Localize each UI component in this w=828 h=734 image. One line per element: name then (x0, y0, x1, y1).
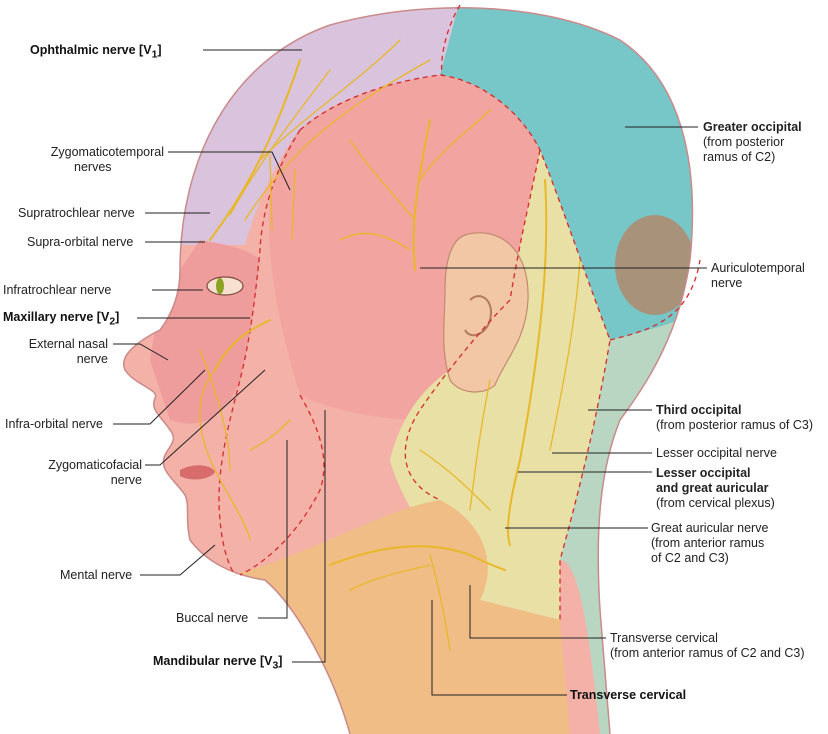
label-infraorbital-nerve: Infra-orbital nerve (5, 417, 103, 431)
label-transverse-cervical-nerve: Transverse cervical(from anterior ramus … (610, 631, 805, 660)
leader-lines (113, 49, 707, 696)
iris (216, 278, 224, 294)
lips (180, 465, 215, 480)
label-third-occipital: Third occipital(from posterior ramus of … (656, 403, 813, 432)
ear-canal (464, 295, 492, 337)
label-mental-nerve: Mental nerve (60, 568, 133, 582)
label-mandibular-nerve: Mandibular nerve [V3] (153, 654, 283, 672)
label-maxillary-nerve: Maxillary nerve [V2] (3, 310, 120, 328)
label-great-auricular-nerve: Great auricular nerve(from anterior ramu… (651, 521, 769, 565)
label-buccal-nerve: Buccal nerve (176, 611, 249, 625)
label-ophthalmic-nerve: Ophthalmic nerve [V1] (30, 43, 162, 61)
nerve-network (199, 39, 581, 651)
label-supratrochlear-nerve: Supratrochlear nerve (18, 206, 135, 220)
transverse-cervical-region (230, 500, 570, 734)
label-lesser-occipital-nerve: Lesser occipital nerve (656, 446, 777, 460)
label-supraorbital-nerve: Supra-orbital nerve (27, 235, 134, 249)
label-transverse-cervical: Transverse cervical (570, 688, 687, 702)
head-outline (122, 7, 694, 734)
ear (443, 232, 529, 393)
label-infratrochlear-nerve: Infratrochlear nerve (3, 283, 112, 297)
occipital-muscle (615, 215, 693, 315)
eye (206, 276, 244, 296)
